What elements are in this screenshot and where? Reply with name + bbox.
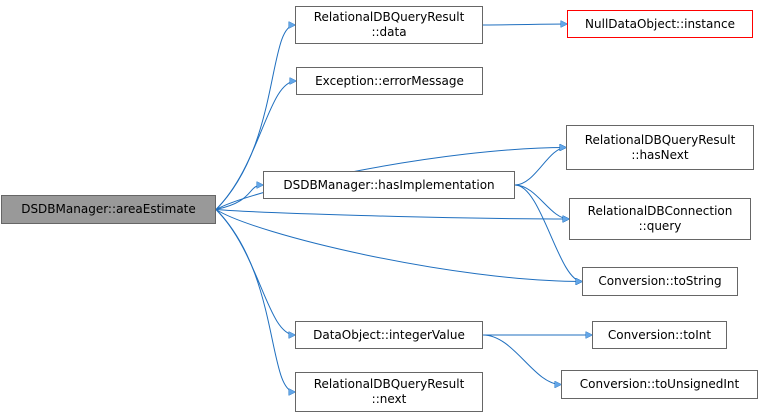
node-label-line: RelationalDBConnection	[587, 204, 733, 218]
node-label-line: ::query	[638, 219, 682, 233]
edge-has_impl-to-has_next	[514, 148, 566, 186]
node-label-line: Conversion::toUnsignedInt	[579, 377, 740, 391]
node-conversion-toint[interactable]: Conversion::toInt	[592, 321, 727, 349]
node-conversion-tostring[interactable]: Conversion::toString	[582, 267, 738, 296]
node-label-line: Conversion::toInt	[607, 327, 712, 342]
edge-integer_value-to-to_unsigned_int	[482, 334, 561, 385]
node-exception-errormessage[interactable]: Exception::errorMessage	[296, 67, 483, 95]
node-label-line: DSDBManager::hasImplementation	[283, 177, 495, 192]
node-label-line: Conversion::toString	[598, 274, 722, 288]
node-dataobject-integervalue[interactable]: DataObject::integerValue	[295, 321, 483, 349]
node-label-line: RelationalDBQueryResult	[313, 10, 465, 24]
node-relationaldbqueryresult-hasnext[interactable]: RelationalDBQueryResult::hasNext	[566, 125, 754, 170]
node-label-line: NullDataObject::instance	[585, 16, 735, 31]
edge-has_impl-to-to_string	[514, 184, 582, 282]
node-label-line: RelationalDBQueryResult	[584, 132, 736, 147]
edge-root-to-integer_value	[215, 209, 295, 336]
edge-data-to-null_instance	[482, 24, 567, 25]
node-relationaldbqueryresult-next[interactable]: RelationalDBQueryResult::next	[295, 372, 483, 412]
node-nulldataobject-instance[interactable]: NullDataObject::instance	[567, 10, 753, 38]
node-label-line: ::data	[371, 25, 407, 39]
node-label-line: DSDBManager::areaEstimate	[21, 202, 196, 216]
node-label-line: RelationalDBQueryResult	[313, 377, 465, 391]
node-dsdbmanager-hasimplementation[interactable]: DSDBManager::hasImplementation	[263, 171, 515, 199]
node-label-line: ::hasNext	[631, 147, 689, 162]
node-label-line: Exception::errorMessage	[315, 73, 464, 88]
edge-root-to-error_message	[215, 81, 296, 210]
edge-root-to-has_next	[215, 148, 566, 210]
edge-root-to-next	[215, 209, 295, 393]
node-conversion-tounsignedint[interactable]: Conversion::toUnsignedInt	[561, 370, 758, 399]
node-label-line: DataObject::integerValue	[313, 327, 465, 342]
node-relationaldbconnection-query[interactable]: RelationalDBConnection::query	[569, 198, 751, 240]
edge-root-to-to_string	[215, 209, 582, 282]
node-dsdbmanager-areaestimate[interactable]: DSDBManager::areaEstimate	[1, 195, 216, 224]
edge-root-to-has_impl	[215, 185, 263, 210]
node-label-line: ::next	[371, 392, 407, 406]
node-relationaldbqueryresult-data[interactable]: RelationalDBQueryResult::data	[295, 6, 483, 44]
edge-root-to-query	[215, 209, 569, 220]
edge-has_impl-to-query	[514, 184, 569, 219]
